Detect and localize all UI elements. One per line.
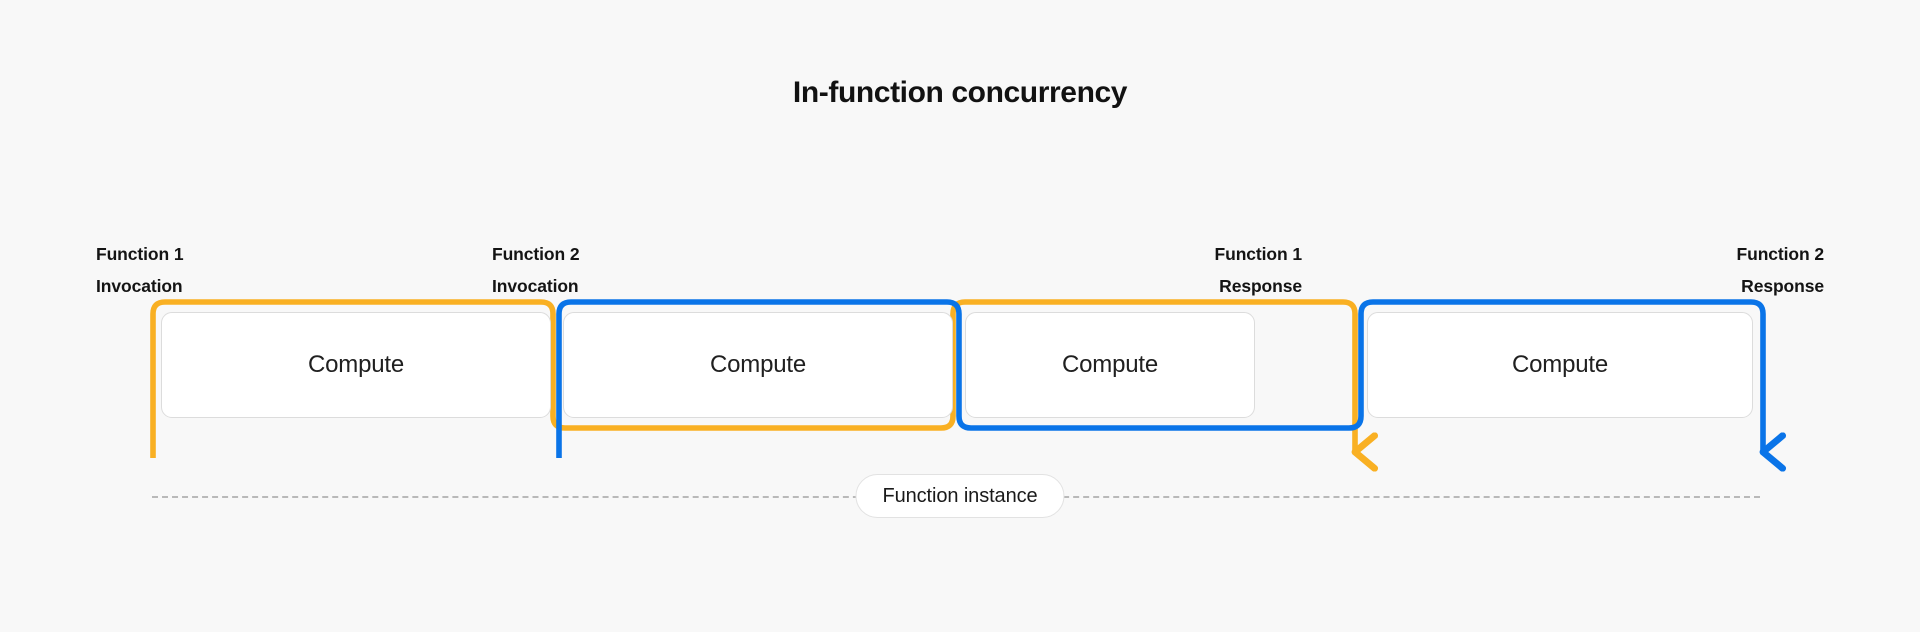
event-label-line2: Response	[1741, 276, 1824, 296]
event-label-function-1-invocation: Function 1 Invocation	[96, 206, 184, 334]
event-label-line1: Function 2	[492, 244, 580, 264]
event-label-line2: Response	[1219, 276, 1302, 296]
event-label-line1: Function 1	[96, 244, 184, 264]
compute-label: Compute	[1512, 351, 1608, 378]
compute-card-4[interactable]: Compute	[1367, 312, 1753, 418]
compute-label: Compute	[710, 351, 806, 378]
event-label-line1: Function 1	[1214, 244, 1303, 264]
function-instance-pill: Function instance	[855, 474, 1065, 518]
event-label-function-2-response: Function 2 Response	[1736, 206, 1825, 334]
compute-card-2[interactable]: Compute	[563, 312, 953, 418]
compute-card-3[interactable]: Compute	[965, 312, 1255, 418]
compute-card-1[interactable]: Compute	[161, 312, 551, 418]
event-label-line1: Function 2	[1736, 244, 1825, 264]
compute-label: Compute	[308, 351, 404, 378]
event-label-line2: Invocation	[492, 276, 579, 296]
event-label-function-2-invocation: Function 2 Invocation	[492, 206, 580, 334]
event-label-line2: Invocation	[96, 276, 183, 296]
event-label-function-1-response: Function 1 Response	[1214, 206, 1303, 334]
compute-label: Compute	[1062, 351, 1158, 378]
page-title: In-function concurrency	[792, 76, 1128, 109]
